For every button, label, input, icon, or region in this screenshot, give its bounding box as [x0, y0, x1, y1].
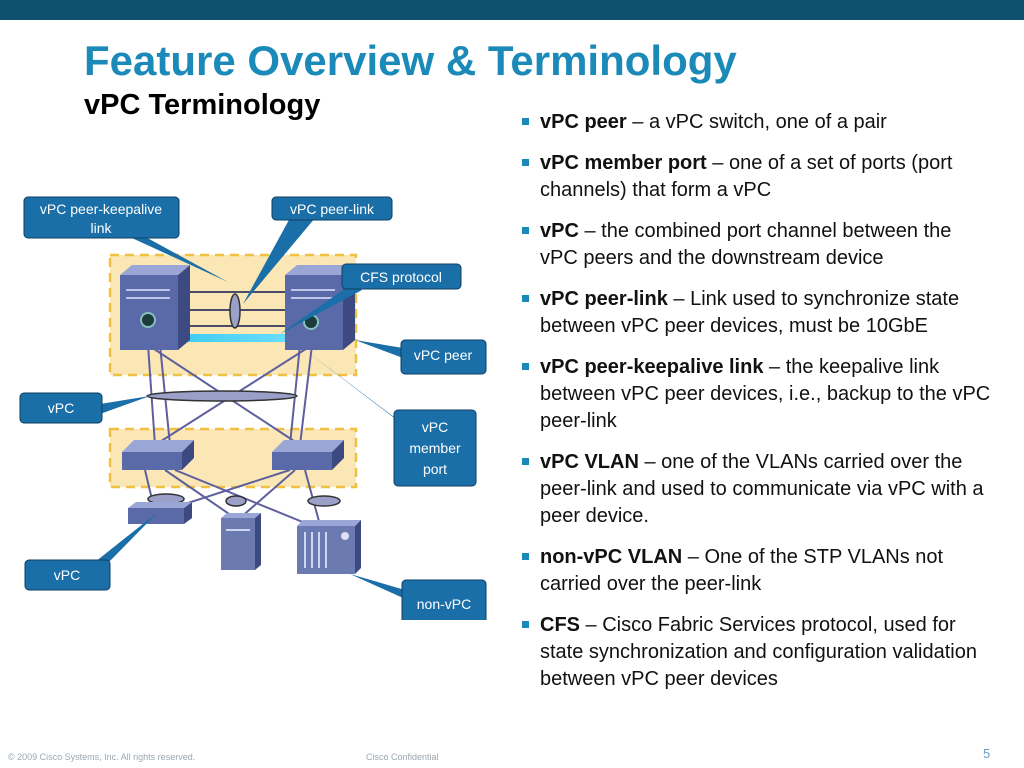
callout-label: CFS protocol	[360, 269, 442, 285]
term: vPC peer-link	[540, 288, 668, 310]
callout-label: vPC	[54, 567, 80, 583]
term: vPC	[540, 220, 579, 242]
definition: – One of the STP VLANs not carried over …	[540, 546, 944, 595]
callout-label: vPC peer-keepalive	[40, 201, 162, 217]
definition: – one of a set of ports (port channels) …	[540, 152, 953, 201]
vpc-diagram: vPC peer-keepalive link vPC peer-link CF…	[19, 196, 487, 620]
bullet-square-icon	[522, 363, 529, 370]
page-subtitle: vPC Terminology	[84, 89, 321, 121]
list-item: vPC – the combined port channel between …	[522, 218, 992, 272]
member-port-ellipse	[225, 495, 247, 507]
callout-non-vpc-device: non-vPC device	[350, 574, 487, 620]
definition: – Link used to synchronize state between…	[540, 288, 960, 337]
top-bar	[0, 0, 1024, 20]
bullet-square-icon	[522, 159, 529, 166]
callout-label: vPC peer	[414, 347, 473, 363]
footer-copyright: © 2009 Cisco Systems, Inc. All rights re…	[8, 752, 196, 762]
definition: – a vPC switch, one of a pair	[626, 111, 887, 133]
term: CFS	[540, 614, 580, 636]
list-item: CFS – Cisco Fabric Services protocol, us…	[522, 612, 992, 693]
terminology-list: vPC peer – a vPC switch, one of a pair v…	[522, 109, 992, 707]
vpc-port-channel-ellipse	[146, 390, 298, 402]
server-icon	[221, 513, 261, 570]
list-item: vPC VLAN – one of the VLANs carried over…	[522, 449, 992, 530]
callout-label: link	[90, 220, 112, 236]
bullet-square-icon	[522, 227, 529, 234]
definition: – the combined port channel between the …	[540, 220, 952, 269]
definition: – one of the VLANs carried over the peer…	[540, 451, 984, 527]
definition: – the keepalive link between vPC peer de…	[540, 356, 991, 432]
callout-label: member	[409, 440, 461, 456]
term: non-vPC VLAN	[540, 546, 683, 568]
bullet-square-icon	[522, 118, 529, 125]
list-item: vPC peer – a vPC switch, one of a pair	[522, 109, 992, 136]
callout-label: vPC	[48, 400, 74, 416]
bullet-square-icon	[522, 458, 529, 465]
peer-link-ellipse	[229, 293, 241, 329]
bullet-square-icon	[522, 295, 529, 302]
callout-label: port	[423, 461, 447, 477]
page-number: 5	[983, 746, 991, 761]
page-title: Feature Overview & Terminology	[84, 37, 737, 84]
callout-vpc-peer: vPC peer	[355, 339, 487, 375]
switch-icon	[272, 440, 344, 470]
term: vPC member port	[540, 152, 707, 174]
switch-icon	[122, 440, 194, 470]
bullet-square-icon	[522, 553, 529, 560]
footer-confidential: Cisco Confidential	[366, 752, 439, 762]
server-icon	[128, 502, 192, 524]
callout-vpc-member-port: vPC member port	[305, 350, 477, 487]
list-item: non-vPC VLAN – One of the STP VLANs not …	[522, 544, 992, 598]
callout-cfs-protocol: CFS protocol	[280, 263, 462, 334]
callout-vpc-bottom: vPC	[24, 512, 158, 591]
blade-chassis-icon	[297, 520, 361, 574]
callout-peer-link: vPC peer-link	[243, 196, 393, 304]
callout-label: vPC	[422, 419, 448, 435]
callout-label: vPC peer-link	[290, 201, 375, 217]
term: vPC VLAN	[540, 451, 639, 473]
cfs-arrow	[162, 329, 302, 347]
callout-label: device	[424, 617, 465, 620]
callout-label: non-vPC	[417, 596, 471, 612]
list-item: vPC peer-keepalive link – the keepalive …	[522, 354, 992, 435]
definition: – Cisco Fabric Services protocol, used f…	[540, 614, 977, 690]
bullet-square-icon	[522, 621, 529, 628]
callout-vpc-top: vPC	[19, 392, 150, 424]
list-item: vPC member port – one of a set of ports …	[522, 150, 992, 204]
term: vPC peer	[540, 111, 627, 133]
callout-peer-keepalive: vPC peer-keepalive link	[23, 196, 228, 282]
term: vPC peer-keepalive link	[540, 356, 764, 378]
member-port-ellipse	[307, 495, 341, 507]
switch-icon	[120, 265, 190, 350]
list-item: vPC peer-link – Link used to synchronize…	[522, 286, 992, 340]
